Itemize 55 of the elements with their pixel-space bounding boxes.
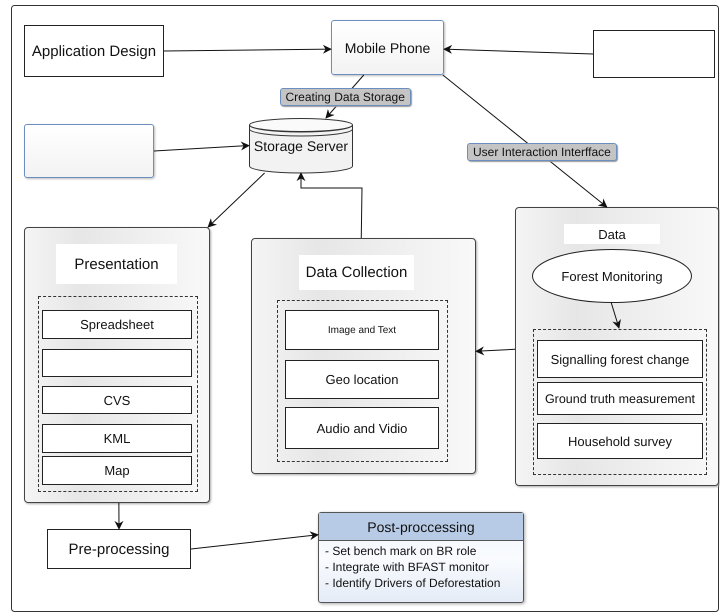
node-label: Ground truth measurement: [544, 392, 696, 406]
process-box: [47, 529, 191, 569]
arrow: [190, 531, 319, 550]
edge-label: Creating Data Storage: [280, 88, 411, 106]
node-label: KML: [104, 431, 130, 446]
arrow: [164, 44, 332, 54]
item-box: [537, 423, 703, 459]
arrow: [443, 44, 594, 54]
node-label: Household survey: [568, 434, 672, 448]
node-label: Audio and Vidio: [316, 420, 408, 436]
arrow: [475, 346, 516, 356]
node-label: Image and Text: [328, 324, 396, 336]
arrow: [610, 302, 621, 329]
node-label: Map: [104, 463, 130, 478]
group-panel: [251, 238, 476, 474]
item-box: [42, 456, 192, 485]
node-label: Pre-processing: [68, 540, 170, 558]
node-label: Mobile Phone: [344, 40, 430, 56]
node-label: Storage Server: [254, 138, 348, 154]
node-label: Application Design: [32, 42, 156, 60]
node-label: CVS: [104, 392, 130, 408]
node-label: Signalling forest change: [550, 352, 690, 366]
empty-box: [593, 30, 715, 78]
arrow: [208, 172, 266, 228]
note-card: [318, 512, 524, 603]
process-box: [24, 25, 164, 77]
bullet-text: - Set bench mark on BR role: [325, 544, 476, 559]
card-heading: Post-proccessing: [319, 513, 523, 541]
item-box: [285, 407, 439, 449]
bullet-text: - Integrate with BFAST monitor: [325, 560, 489, 575]
empty-box: [24, 124, 154, 178]
empty-box: [533, 329, 707, 475]
arrow: [154, 141, 250, 152]
item-box: [285, 360, 439, 399]
node-label: Geo location: [326, 372, 398, 387]
item-box: [42, 310, 192, 339]
bullet-text: - Identify Drivers of Deforestation: [325, 576, 500, 591]
node-label: Forest Monitoring: [561, 268, 663, 284]
process-box: [331, 20, 444, 75]
group-panel: [24, 227, 210, 503]
edge-label: User Interaction Interfface: [467, 143, 617, 161]
item-box: [42, 386, 192, 414]
item-box: [537, 340, 703, 378]
item-box: [537, 382, 703, 415]
item-box: [285, 310, 439, 350]
panel-title: Presentation: [56, 244, 177, 284]
panel-title: Data Collection: [299, 255, 414, 290]
arrow: [114, 502, 124, 530]
arrow: [296, 172, 362, 238]
item-box: [42, 424, 192, 453]
empty-box: [42, 349, 192, 377]
group-panel: [515, 207, 719, 486]
node-label: Spreadsheet: [80, 317, 154, 332]
arrow: [442, 74, 608, 208]
panel-title: Data: [564, 224, 660, 244]
